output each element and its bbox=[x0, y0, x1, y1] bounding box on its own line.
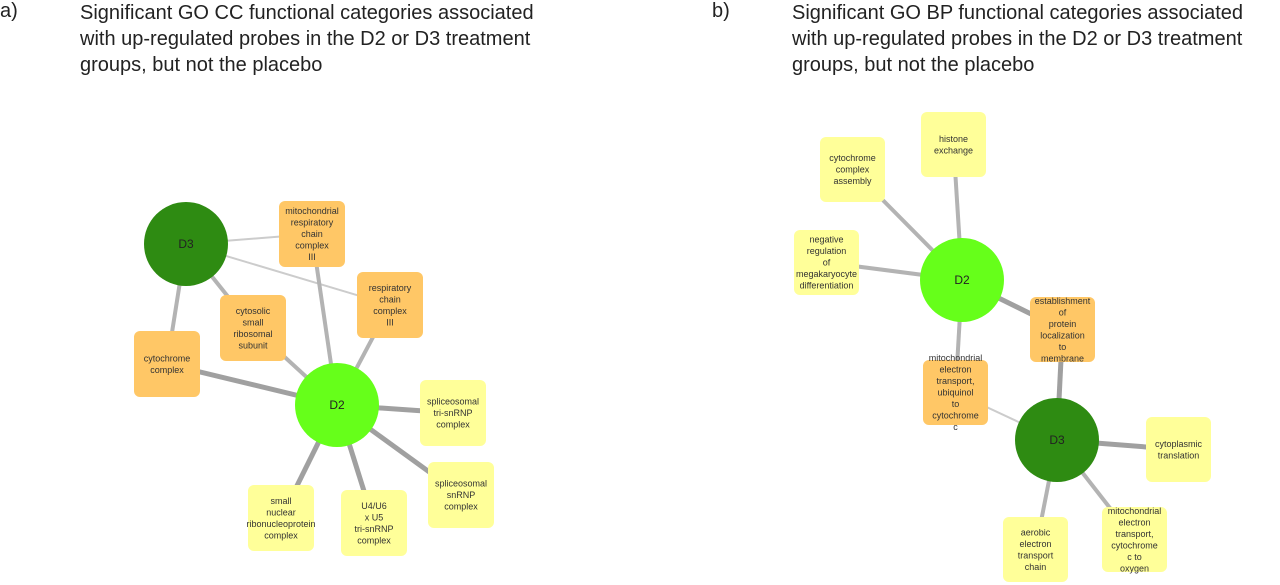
panel-a-title-line-2: with up-regulated probes in the D2 or D3… bbox=[80, 28, 531, 50]
panel-b-category-box bbox=[1003, 517, 1068, 582]
panel-a-category-box bbox=[428, 462, 494, 528]
panel-b-category-box bbox=[923, 360, 988, 425]
panel-a-title-line-1: Significant GO CC functional categories … bbox=[80, 2, 534, 24]
panel-a-category-box bbox=[220, 295, 286, 361]
panel-b-category-box bbox=[1102, 507, 1167, 572]
panel-a-hub-circle bbox=[295, 363, 379, 447]
panel-b-category-box bbox=[1146, 417, 1211, 482]
panel-b-hub-label: D2 bbox=[954, 273, 970, 287]
panel-b-category-box bbox=[921, 112, 986, 177]
panel-b-hub-circle bbox=[920, 238, 1004, 322]
panel-a-hub-d2: D2 bbox=[295, 363, 379, 447]
panel-a-category-box bbox=[134, 331, 200, 397]
panel-b-title: Significant GO BP functional categories … bbox=[792, 0, 1280, 78]
panel-a-title: Significant GO CC functional categories … bbox=[80, 0, 580, 78]
panel-b-title-line-3: groups, but not the placebo bbox=[792, 54, 1035, 76]
panel-b-hub-d2: D2 bbox=[920, 238, 1004, 322]
panel-a-hub-label: D2 bbox=[329, 398, 345, 412]
panel-b-letter: b) bbox=[712, 0, 730, 22]
panel-a-letter: a) bbox=[0, 0, 18, 22]
panel-a-hub-d3: D3 bbox=[144, 202, 228, 286]
panel-a-category-box bbox=[357, 272, 423, 338]
panel-a-title-line-3: groups, but not the placebo bbox=[80, 54, 323, 76]
panel-a-category-box bbox=[279, 201, 345, 267]
panel-a-hub-circle bbox=[144, 202, 228, 286]
panel-b-category-box bbox=[794, 230, 859, 295]
panel-b-title-line-1: Significant GO BP functional categories … bbox=[792, 2, 1243, 24]
panel-b-title-line-2: with up-regulated probes in the D2 or D3… bbox=[792, 28, 1243, 50]
panel-a-category-box bbox=[420, 380, 486, 446]
panel-b-hub-d3: D3 bbox=[1015, 398, 1099, 482]
panel-b-category-box bbox=[1030, 297, 1095, 362]
panel-b-hub-circle bbox=[1015, 398, 1099, 482]
panel-b-hub-label: D3 bbox=[1049, 433, 1065, 447]
panel-a-hub-label: D3 bbox=[178, 237, 194, 251]
panel-a-category-box bbox=[341, 490, 407, 556]
panel-a-category-box bbox=[248, 485, 314, 551]
panel-b-category-box bbox=[820, 137, 885, 202]
